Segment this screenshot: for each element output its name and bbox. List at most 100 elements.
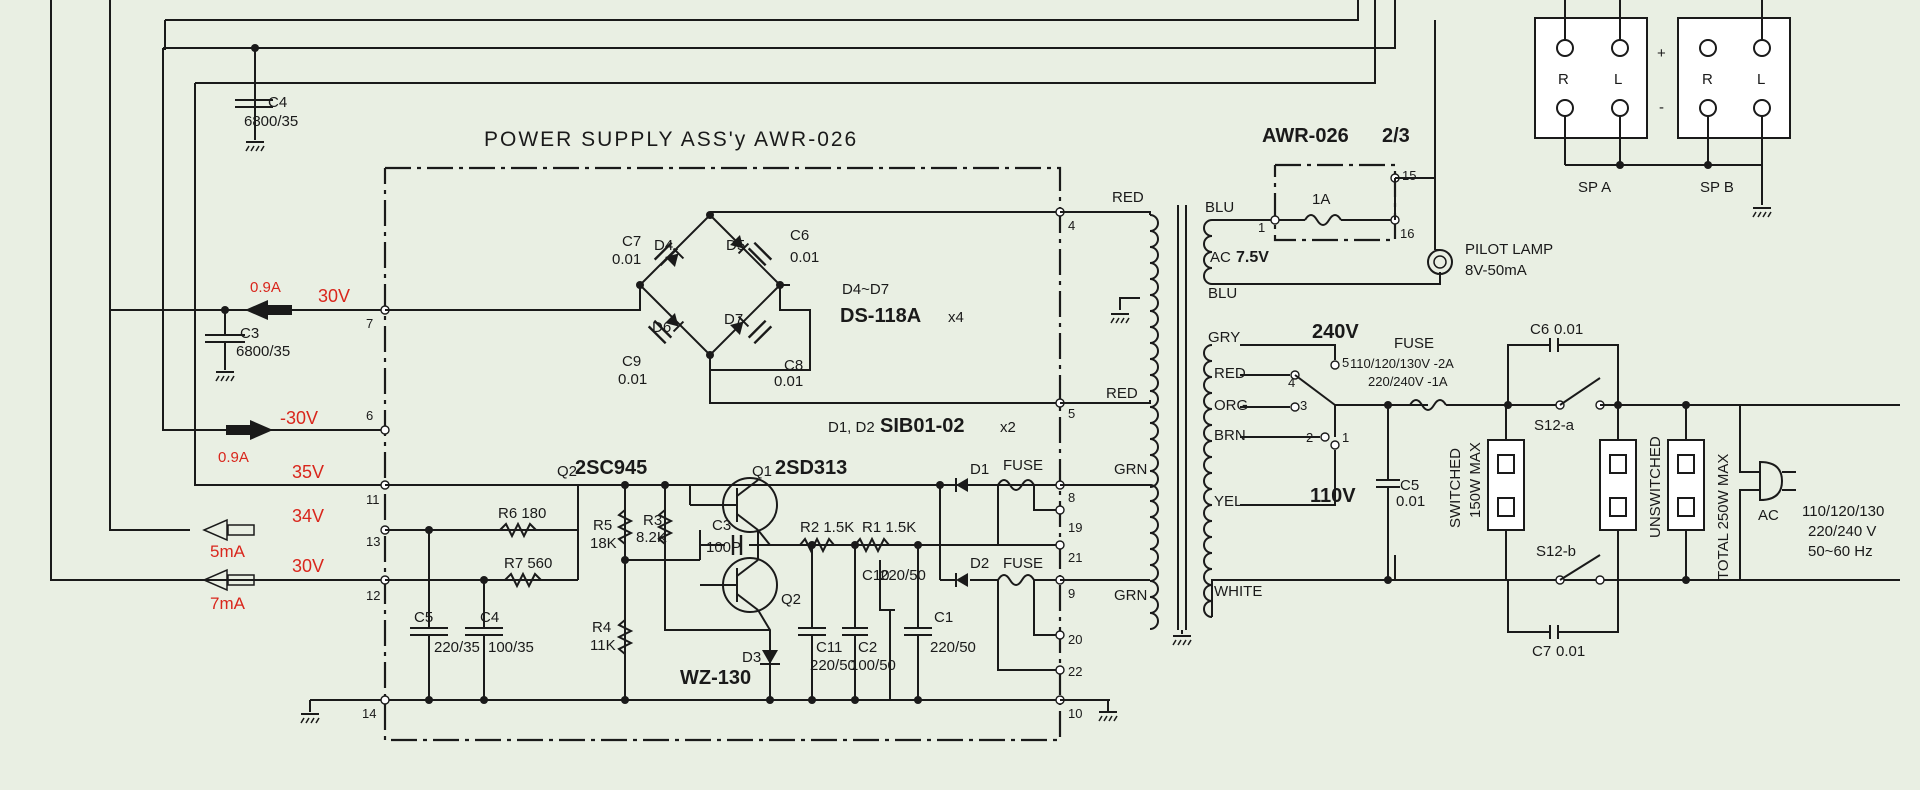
c4-top-name: C4 [268,94,287,111]
bridge-diode-qty: x4 [948,309,964,326]
d7-label: D7 [724,311,743,328]
c7-bridge-value: 0.01 [612,251,641,268]
switched-label: SWITCHED [1447,448,1464,528]
spk-a-label: SP A [1578,179,1611,196]
q2-ref: Q2 [557,463,577,480]
q1-name: Q1 [752,463,772,480]
pin-14: 14 [362,706,376,721]
d6-label: D6 [652,319,671,336]
spk-a-l: L [1614,71,1622,88]
q2-part: 2SC945 [575,457,647,479]
current-label-1: 0.9A [250,279,281,296]
pilot-lamp-rating: 8V-50mA [1465,262,1527,279]
c1-value: 220/50 [930,639,976,656]
speaker-terminals: R L R L + - SP A SP B [1534,0,1791,218]
d12-range: D1, D2 [828,419,875,436]
current-arrows [202,300,292,592]
r4-value: 11K [590,637,616,654]
wire-blu-1: BLU [1205,199,1234,216]
pin-6: 6 [366,408,373,423]
pin-4: 4 [1068,218,1075,233]
spk-a-r: R [1558,71,1569,88]
pin-5: 5 [1068,406,1075,421]
sheet-ref: AWR-026 [1262,125,1349,147]
ac-input-v1: 110/120/130 [1802,503,1884,520]
fuse-2-label: FUSE [1003,555,1043,572]
wire-gry: GRY [1208,329,1240,346]
r3-value: 8.2K [636,529,667,546]
spk-b-r: R [1702,71,1713,88]
wire-org: ORG [1214,397,1248,414]
v110-label: 110V [1310,485,1356,507]
power-transformer: RED RED GRN GRN BLU AC 7.5V BLU GRY RED … [1060,189,1396,646]
c5-ac-value: 0.01 [1396,493,1425,510]
wire-grn-2: GRN [1114,587,1147,604]
c3-mid-name: C3 [240,325,259,342]
r5-name: R5 [593,517,612,534]
box-pin-16: 16 [1400,226,1414,241]
c4-top-cap: C4 6800/35 [244,94,298,130]
s12a-label: S12-a [1534,417,1575,434]
unswitched-label: UNSWITCHED [1647,436,1664,538]
r3-name: R3 [643,512,662,529]
r4-name: R4 [592,619,611,636]
spk-b-label: SP B [1700,179,1734,196]
c9-bridge-value: 0.01 [618,371,647,388]
c3-left-cap: C3 6800/35 [236,325,290,360]
c7-bridge-name: C7 [622,233,641,250]
current-label-3: 5mA [210,542,246,561]
spk-b-l: L [1757,71,1765,88]
r6-label: R6 180 [498,505,546,522]
wire-red-1: RED [1112,189,1144,206]
sel-pin-4: 4 [1288,375,1295,390]
c7-ac-value: 0.01 [1556,643,1585,660]
wire-grn-1: GRN [1114,461,1147,478]
q1-part: 2SD313 [775,457,847,479]
v240-label: 240V [1312,321,1359,343]
c5-low-name: C5 [414,609,433,626]
c9-bridge-name: C9 [622,353,641,370]
box-pin-15: 15 [1402,168,1416,183]
board-title: POWER SUPPLY ASS'y AWR-026 [484,128,858,151]
fuse-1a-label: 1A [1312,191,1330,208]
box-pin-1: 1 [1258,220,1265,235]
main-fuse-rating-2: 220/240V -1A [1368,374,1448,389]
r5-value: 18K [590,535,617,552]
pin-20: 20 [1068,632,1082,647]
c3-100p-name: C3 [712,517,731,534]
c6-bridge-name: C6 [790,227,809,244]
right-pins: 4 5 8 19 21 9 20 22 10 [1055,207,1118,722]
ac-outlets: C6 0.01 S12-a SWITCHED 150W MAX UNSWITCH… [1388,321,1900,660]
volt-34: 34V [292,506,324,526]
wire-blu-2: BLU [1208,285,1237,302]
wire-red-2: RED [1106,385,1138,402]
current-label-4: 7mA [210,594,246,613]
pin-22: 22 [1068,664,1082,679]
c4-top-value: 6800/35 [244,113,298,130]
sel-pin-1: 1 [1342,430,1349,445]
q2-name: Q2 [781,591,801,608]
d1-label: D1 [970,461,989,478]
c8-bridge-value: 0.01 [774,373,803,390]
volt-35: 35V [292,462,324,482]
bridge-diode-range: D4~D7 [842,281,889,298]
wire-brn: BRN [1214,427,1246,444]
main-fuse-label: FUSE [1394,335,1434,352]
c11-value: 220/50 [810,657,856,674]
d5-label: D5 [726,237,745,254]
wire-yel: YEL [1214,493,1242,510]
d2-label: D2 [970,555,989,572]
c7-ac-name: C7 [1532,643,1551,660]
pin-9: 9 [1068,586,1075,601]
bridge-rectifier: D4 D5 D6 D7 C7 0.01 C6 0.01 C9 0.01 C8 0… [385,211,1060,437]
fuse-1-label: FUSE [1003,457,1043,474]
board-outline [383,166,1062,742]
c6-ac-value: 0.01 [1554,321,1583,338]
main-fuse-rating-1: 110/120/130V -2A [1350,356,1454,371]
d12-part: SIB01-02 [880,415,965,437]
current-label-2: 0.9A [218,449,249,466]
volt-minus-30: -30V [280,408,318,428]
wire-red-3: RED [1214,365,1246,382]
pilot-lamp-label: PILOT LAMP [1465,241,1553,258]
